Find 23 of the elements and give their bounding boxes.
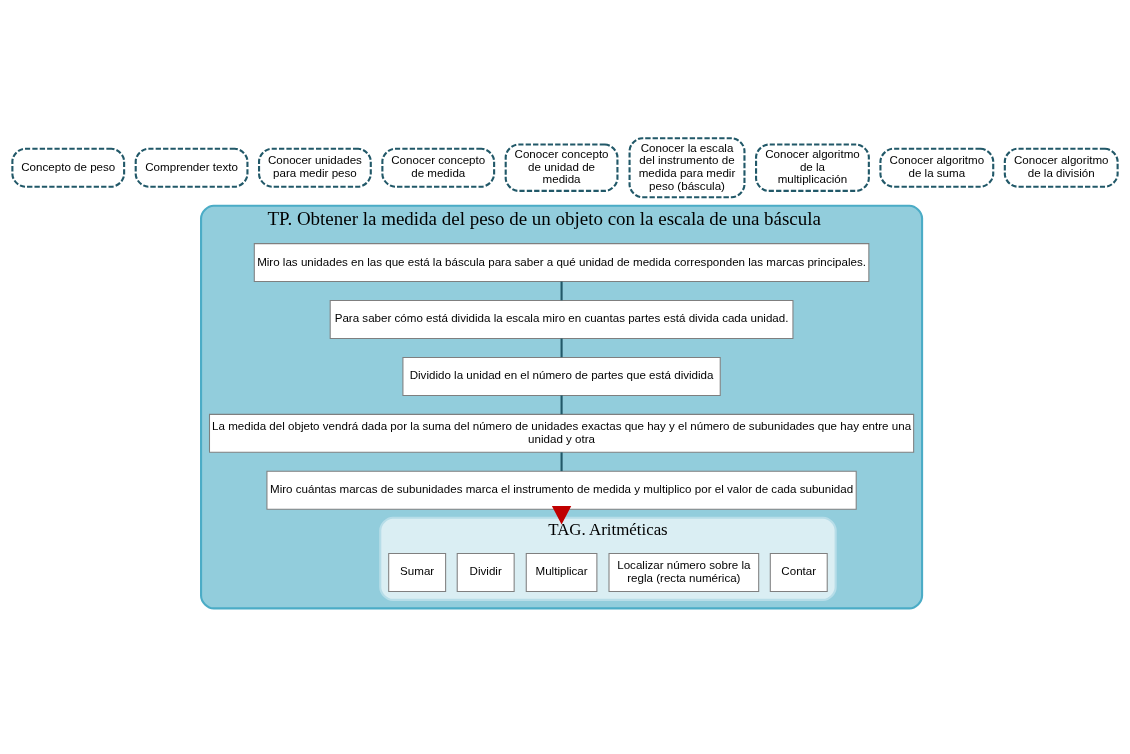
node-box: Multiplicar (525, 552, 598, 592)
connector (560, 338, 563, 357)
connector (560, 394, 563, 414)
node-box: Conocer unidades para medir peso (258, 147, 372, 188)
node-box: Localizar número sobre la regla (recta numérica) (608, 552, 760, 592)
node-box: Conocer algoritmo de la división (1003, 147, 1119, 188)
node-box: Dividir (456, 552, 515, 592)
node-box: Conocer concepto de medida (381, 147, 496, 188)
node-box: Sumar (388, 552, 447, 592)
node-box: Concepto de peso (11, 147, 126, 188)
node-box: Conocer algoritmo de la suma (879, 147, 995, 188)
node-box: Miro las unidades en las que está la báscula para saber a qué unidad de medida corresponden las marcas principales. (253, 242, 870, 282)
node-box: Comprender texto (134, 147, 249, 188)
connector (560, 451, 563, 471)
connector (560, 281, 563, 300)
node-box: Para saber cómo está dividida la escala miro en cuantas partes está divida cada unidad. (329, 299, 794, 339)
node-box: Conocer concepto de unidad de medida (504, 143, 619, 192)
node-box: Conocer algoritmo de la multiplicación (755, 143, 870, 192)
node-box: La medida del objeto vendrá dada por la suma del número de unidades exactas que hay y el número de subunidades que hay entre una unidad y otra (208, 413, 915, 453)
arrow (551, 505, 572, 524)
node-box: Dividido la unidad en el número de partes que está dividida (402, 356, 721, 396)
node-box: Contar (769, 552, 828, 592)
node-box: Conocer la escala del instrumento de medida para medir peso (báscula) (628, 136, 746, 198)
